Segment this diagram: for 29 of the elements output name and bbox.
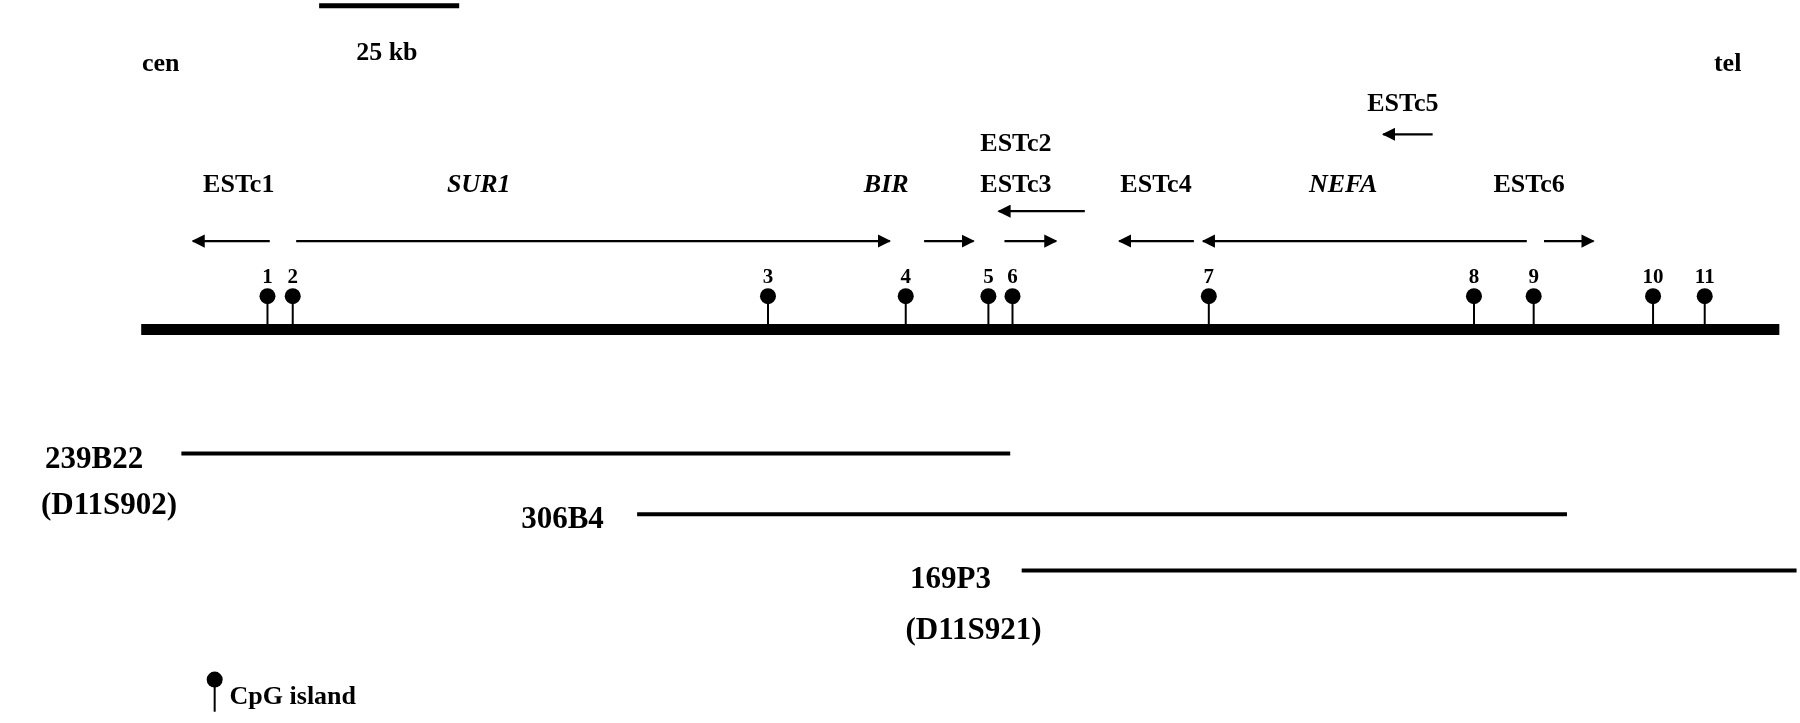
cpg-number: 7 xyxy=(1203,265,1215,286)
cpg-number: 10 xyxy=(1642,265,1664,286)
clone-label: 169P3 xyxy=(910,561,991,593)
cpg-number: 11 xyxy=(1694,265,1715,286)
legend-text: CpG island xyxy=(229,682,357,709)
gene-label: ESTc2 xyxy=(980,130,1052,157)
scale-label: 25 kb xyxy=(356,38,418,65)
cpg-number: 5 xyxy=(983,265,994,286)
cpg-number: 3 xyxy=(762,265,774,286)
gene-label: ESTc3 xyxy=(980,170,1052,197)
gene-label: ESTc5 xyxy=(1367,90,1439,117)
cpg-number: 6 xyxy=(1007,265,1018,286)
gene-label: ESTc1 xyxy=(203,170,275,197)
clone-label: 239B22 xyxy=(45,441,144,473)
gene-label: BIR xyxy=(863,170,909,197)
cpg-number: 2 xyxy=(287,265,298,286)
gene-label: ESTc6 xyxy=(1493,170,1565,197)
cpg-number: 4 xyxy=(900,265,911,286)
marker-label: (D11S902) xyxy=(41,487,178,519)
marker-label: (D11S921) xyxy=(905,612,1042,644)
gene-label: NEFA xyxy=(1308,170,1378,197)
cpg-number: 8 xyxy=(1468,265,1480,286)
cpg-number: 1 xyxy=(262,265,273,286)
clone-label: 306B4 xyxy=(521,501,604,533)
centromere-label: cen xyxy=(141,50,180,77)
cpg-number: 9 xyxy=(1528,265,1539,286)
telomere-label: tel xyxy=(1713,50,1742,77)
gene-label: ESTc4 xyxy=(1120,170,1192,197)
gene-label: SUR1 xyxy=(446,170,511,197)
